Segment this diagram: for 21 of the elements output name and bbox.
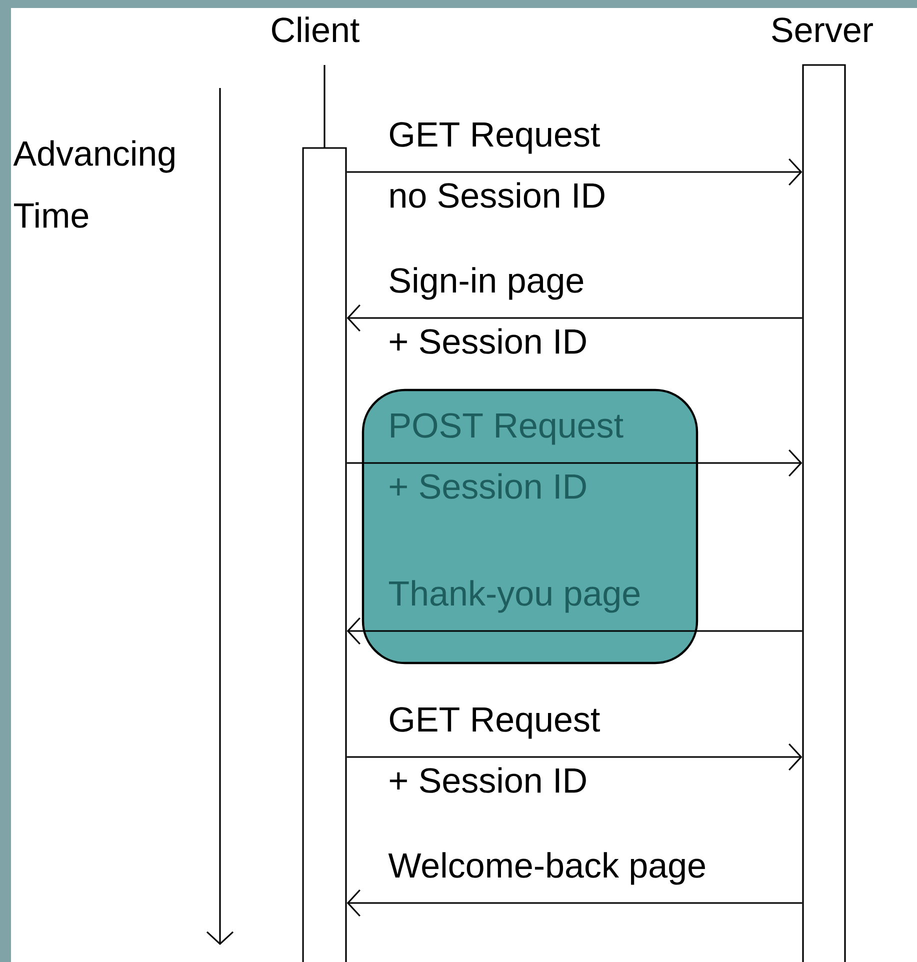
- lifeline-bar: Server: [772, 18, 873, 962]
- message-label: Sign-in page: [390, 267, 584, 300]
- axis-label: Advancing Time: [13, 140, 174, 228]
- message-arrow: [346, 449, 802, 477]
- message-note: + Session ID: [390, 767, 586, 793]
- message-note: + Session ID: [390, 328, 586, 354]
- node-label: Server: [772, 18, 873, 42]
- message-arrow: [346, 617, 802, 645]
- message-arrow: [346, 889, 802, 917]
- message-arrow: [346, 158, 802, 186]
- message-label: GET Request: [390, 707, 600, 739]
- message-label: GET Request: [390, 122, 600, 154]
- message-note: no Session ID: [390, 182, 604, 208]
- message-label: Thank-you page: [388, 580, 640, 613]
- message-arrow: [346, 304, 802, 332]
- lifeline-bar: Client: [272, 16, 360, 962]
- message-arrow: [346, 743, 802, 771]
- message-label: POST Request: [391, 413, 624, 445]
- node-label: Client: [272, 16, 360, 42]
- message-label: Welcome-back page: [388, 852, 705, 885]
- message-note: + Session ID: [390, 473, 586, 499]
